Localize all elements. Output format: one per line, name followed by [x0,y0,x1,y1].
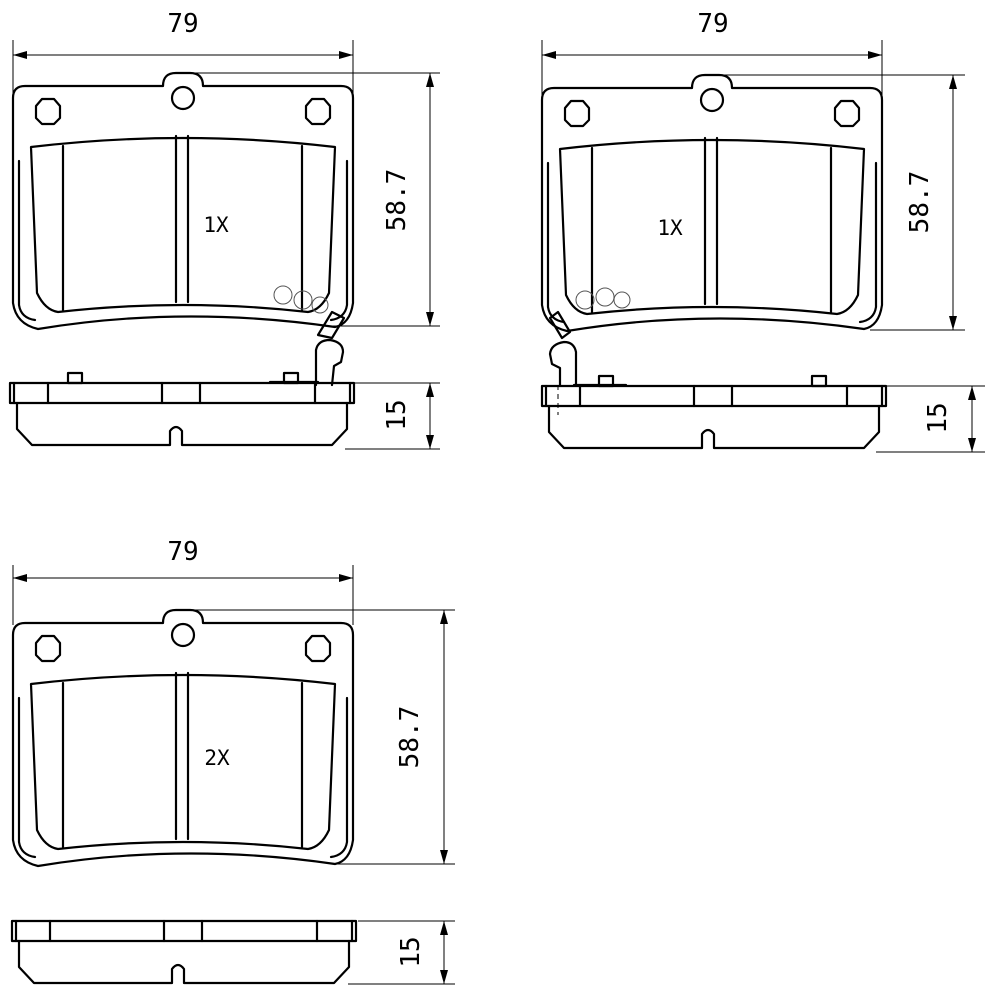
pad-front-view [11,608,355,868]
pad-side-view [10,919,358,985]
pad-front-view [540,73,884,333]
pad-drawing-1: 79 1X 58.7 15 [8,9,440,450]
pad-side-view [8,381,356,447]
height-value: 58.7 [395,706,425,769]
pad-drawing-2: 79 1X 58.7 15 [540,9,985,453]
wear-indicator-clip [268,285,346,387]
width-value: 79 [697,9,728,39]
pad-drawing-3: 79 2X 58.7 15 [10,537,455,985]
wear-indicator-clip [548,287,631,415]
pad-side-view [540,384,888,450]
side-stud [597,374,615,388]
height-dimension: 58.7 [720,74,965,331]
thickness-value: 15 [923,402,953,433]
side-stud [810,374,828,388]
thickness-value: 15 [396,936,426,967]
height-dimension: 58.7 [190,609,455,865]
thickness-dimension: 15 [876,385,985,453]
width-value: 79 [167,9,198,39]
width-dimension: 79 [541,9,883,95]
height-value: 58.7 [905,171,935,234]
width-dimension: 79 [12,537,354,625]
thickness-value: 15 [382,399,412,430]
quantity-label: 1X [203,213,229,237]
quantity-label: 1X [657,216,683,240]
height-value: 58.7 [382,169,412,232]
quantity-label: 2X [204,746,230,770]
height-dimension: 58.7 [190,72,440,327]
thickness-dimension: 15 [345,382,440,450]
side-stud [66,371,84,385]
thickness-dimension: 15 [348,920,455,985]
width-value: 79 [167,537,198,567]
width-dimension: 79 [12,9,354,95]
side-stud [282,371,300,385]
